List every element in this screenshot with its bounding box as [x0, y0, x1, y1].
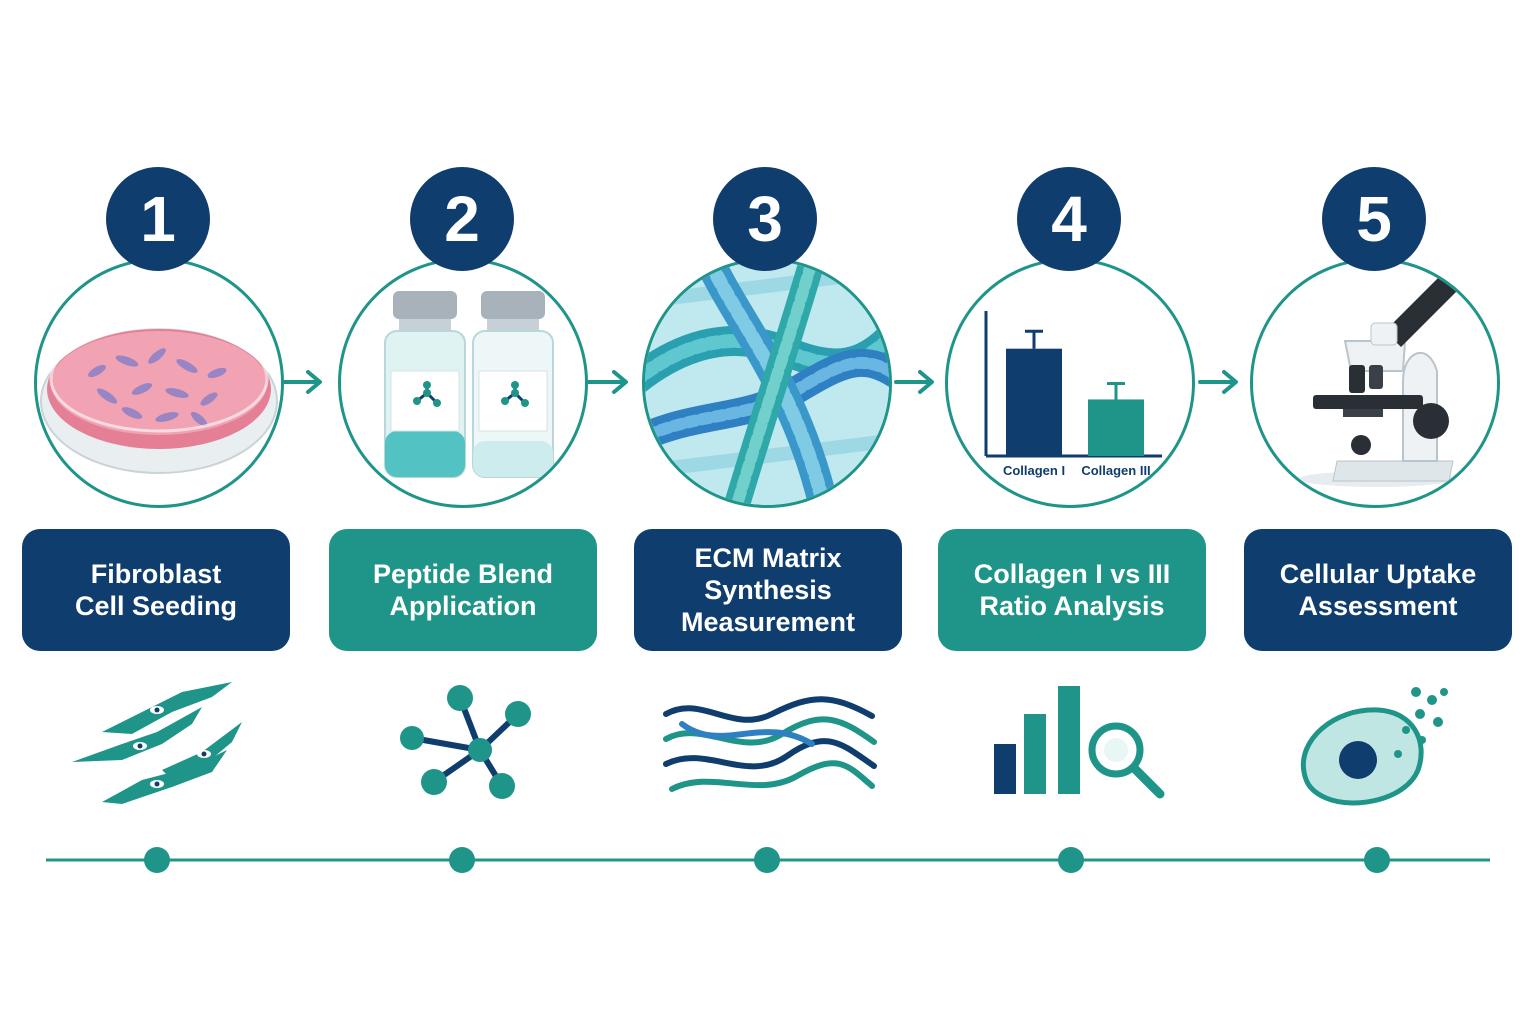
step-label-1: Fibroblast Cell Seeding — [22, 529, 290, 651]
fiber-waves-icon — [663, 696, 877, 792]
collagen-ratio-chart: Collagen I Collagen III — [984, 311, 1162, 478]
step-image-microscope — [1250, 258, 1500, 508]
bar-collagen-iii — [1088, 399, 1144, 456]
step-image-collagen-bar-chart: Collagen I Collagen III — [945, 258, 1195, 508]
step-image-collagen-fibers — [642, 258, 892, 508]
step-label-text-4: Collagen I vs III Ratio Analysis — [973, 559, 1171, 621]
x-tick-label-collagen-iii: Collagen III — [1081, 463, 1150, 478]
x-tick-label-collagen-i: Collagen I — [1003, 463, 1065, 478]
step-label-4: Collagen I vs III Ratio Analysis — [938, 529, 1206, 651]
cell-uptake-icon — [1300, 687, 1448, 806]
timeline-node-1 — [144, 847, 170, 873]
timeline-node-2 — [449, 847, 475, 873]
step-number-badge-3: 3 — [713, 167, 817, 271]
error-bar-collagen-i — [1025, 329, 1043, 349]
error-bar-collagen-iii — [1107, 382, 1125, 400]
timeline-node-3 — [754, 847, 780, 873]
step-label-5: Cellular Uptake Assessment — [1244, 529, 1512, 651]
step-label-3: ECM Matrix Synthesis Measurement — [634, 529, 902, 651]
bar-chart-magnifier-icon — [994, 686, 1165, 799]
step-label-text-5: Cellular Uptake Assessment — [1279, 559, 1477, 621]
step-number-badge-2: 2 — [410, 167, 514, 271]
bar-collagen-i — [1006, 348, 1062, 456]
step-label-text-2: Peptide Blend Application — [372, 559, 554, 621]
step-label-2: Peptide Blend Application — [329, 529, 597, 651]
fibroblast-cells-icon — [72, 682, 242, 804]
step-number-badge-4: 4 — [1017, 167, 1121, 271]
timeline-node-4 — [1058, 847, 1084, 873]
step-number-badge-5: 5 — [1322, 167, 1426, 271]
step-label-text-1: Fibroblast Cell Seeding — [74, 559, 238, 621]
step-image-peptide-vials — [338, 258, 588, 508]
molecule-icon — [400, 685, 531, 799]
step-image-petri-dish — [34, 258, 284, 508]
step-label-text-3: ECM Matrix Synthesis Measurement — [680, 543, 856, 637]
step-number-badge-1: 1 — [106, 167, 210, 271]
timeline-node-5 — [1364, 847, 1390, 873]
